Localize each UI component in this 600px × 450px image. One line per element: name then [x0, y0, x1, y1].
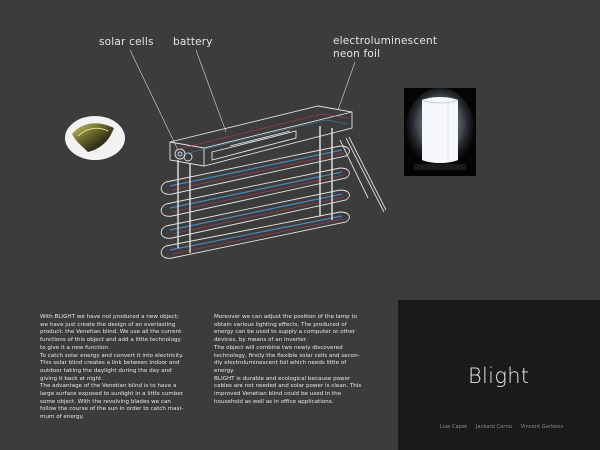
- text-line: improved Venetian blind could be used in…: [214, 391, 342, 398]
- text-line: mum of energy.: [40, 414, 84, 421]
- text-line: energy can be used to supply a computer …: [214, 329, 356, 336]
- text-line: outdoor taking the daylight during the d…: [40, 367, 172, 374]
- text-line: cables are not needed and solar power is…: [214, 383, 362, 390]
- blind-illustration: [129, 49, 387, 259]
- text-line: we have just create the design of an eve…: [40, 321, 176, 328]
- text-line: energy.: [214, 367, 235, 374]
- text-line: some object. With the revolving blades w…: [40, 398, 171, 405]
- text-line: household as well as in office applicati…: [214, 398, 334, 405]
- text-line: BLIGHT is durable and ecological because…: [214, 375, 351, 382]
- text-line: product: the Venetian blind. We use all …: [40, 329, 182, 336]
- text-line: obtain various lighting effects. The pro…: [214, 321, 347, 328]
- neon-lamp-photo: [404, 88, 476, 176]
- text-line: The object will combine two newly discov…: [214, 344, 343, 351]
- text-line: The advantage of the Venetian blind is t…: [40, 383, 177, 390]
- text-line: technology, firstly the flexible solar c…: [214, 352, 360, 359]
- author-name: Jackard Cornu: [475, 424, 512, 430]
- text-line: functions of this object and add a littl…: [40, 337, 181, 344]
- text-line: To catch solar energy and convert it int…: [40, 352, 184, 359]
- label-foil-line2: neon foil: [333, 48, 381, 60]
- text-line: dly electroluminescent foil which needs …: [214, 360, 347, 367]
- text-line: Moreover we can adjust the position of t…: [214, 314, 358, 320]
- brand-panel: [398, 300, 600, 450]
- brand-title: Blight: [468, 364, 530, 388]
- author-name: Lise Capet: [440, 424, 468, 430]
- label-solar-cells: solar cells: [99, 36, 154, 48]
- text-line: giving it back at night.: [40, 375, 104, 382]
- text-line: large surface exposed to sunlight in a l…: [40, 391, 184, 398]
- solar-cells-photo: [65, 116, 125, 160]
- author-name: Vincent Gerkens: [520, 424, 564, 430]
- authors-line: Lise Capet Jackard Cornu Vincent Gerkens: [440, 424, 570, 430]
- text-line: devices, by means of an inverter.: [214, 337, 308, 344]
- description-left: With BLIGHT we have not produced a new o…: [40, 314, 210, 422]
- text-line: This solar blind creates a link between …: [40, 360, 180, 367]
- label-foil-line1: electroluminescent: [333, 35, 438, 47]
- label-battery: battery: [173, 36, 213, 48]
- description-right: Moreover we can adjust the position of t…: [214, 314, 394, 406]
- text-line: follow the course of the sun in order to…: [40, 406, 184, 413]
- text-line: With BLIGHT we have not produced a new o…: [40, 314, 179, 320]
- text-line: to give it a new function.: [40, 344, 110, 351]
